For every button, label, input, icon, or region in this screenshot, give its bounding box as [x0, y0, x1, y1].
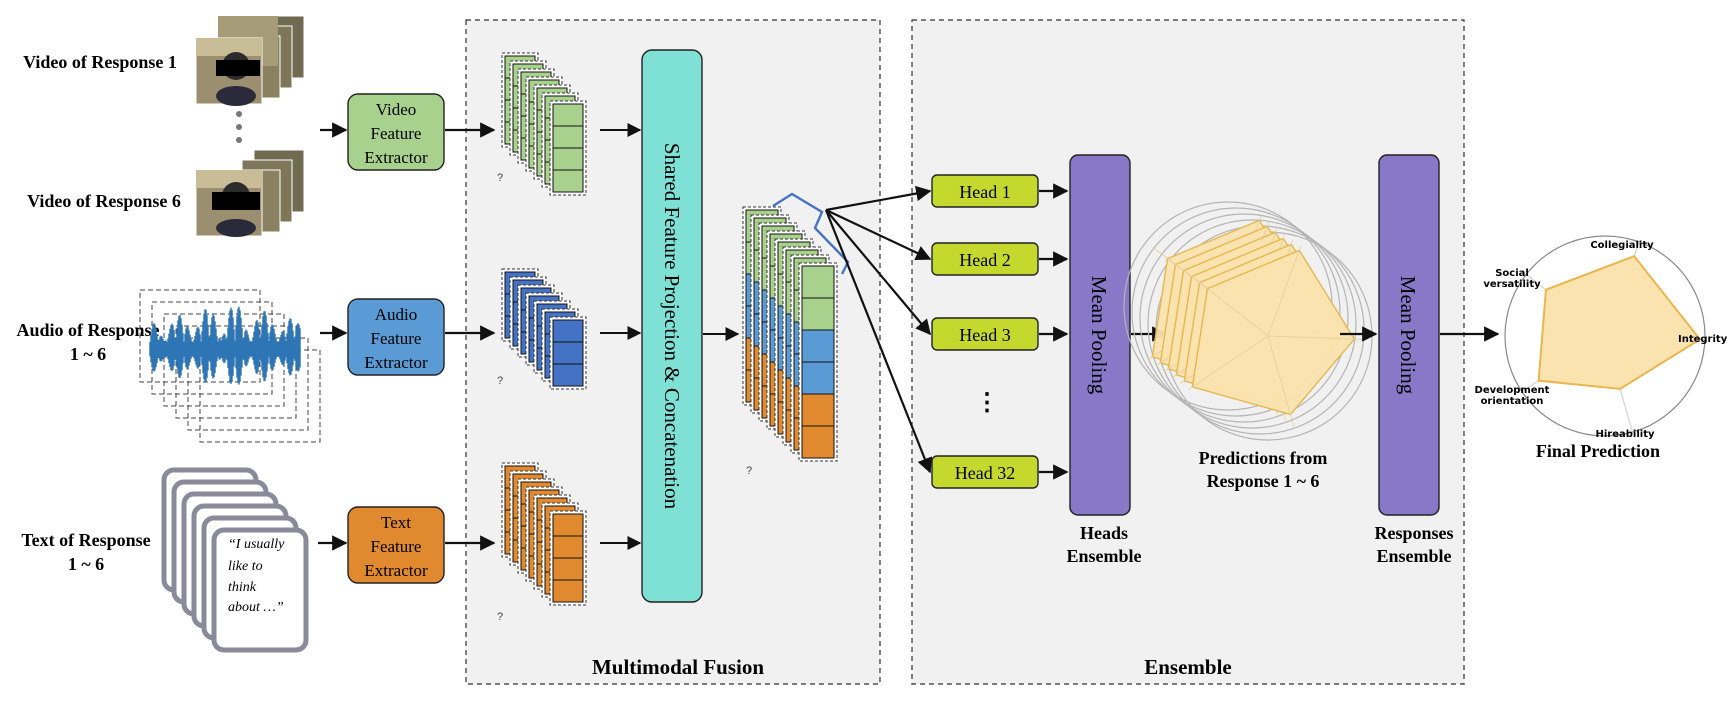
multimodal-fusion-title: Multimodal Fusion [592, 655, 764, 679]
svg-text:Feature: Feature [371, 124, 422, 143]
heads-ensemble-line1: Heads [1080, 523, 1128, 543]
text-feature-extractor: Text Feature Extractor [347, 506, 445, 584]
svg-text:Feature: Feature [371, 537, 422, 556]
video-frames-response-6 [195, 149, 305, 237]
predictions-caption-line1: Predictions from [1199, 448, 1328, 468]
svg-text:Audio: Audio [375, 305, 418, 324]
text-label-line1: Text of Response [21, 530, 150, 550]
shared-projection-block: Shared Feature Projection & Concatenatio… [641, 49, 703, 603]
head-2: Head 2 [931, 242, 1039, 276]
audio-label-line1: Audio of Response [16, 320, 159, 340]
svg-text:Video: Video [376, 100, 417, 119]
shared-projection-label: Shared Feature Projection & Concatenatio… [660, 143, 684, 510]
text-card-line-2: like to [228, 559, 263, 574]
radar-axis-label: Integrity [1678, 334, 1727, 345]
head-3: Head 3 [931, 317, 1039, 351]
heads-ensemble-line2: Ensemble [1066, 546, 1141, 566]
video-small-marker: ? [497, 172, 503, 184]
heads-pool-label: Mean Pooling [1087, 276, 1111, 395]
fused-small-marker: ? [746, 465, 752, 477]
radar-axis-label: versatility [1483, 279, 1541, 290]
radar-axis-label: Hireability [1596, 429, 1655, 440]
text-cards-stack [161, 467, 309, 653]
svg-text:Head 2: Head 2 [959, 250, 1010, 270]
svg-text:Head 3: Head 3 [959, 325, 1010, 345]
radar-axis-label: Collegiality [1590, 240, 1654, 251]
text-card-line-1: “I usually [228, 537, 285, 552]
radar-axis-label: orientation [1481, 396, 1544, 407]
svg-text:Head 32: Head 32 [955, 463, 1015, 483]
audio-small-marker: ? [497, 375, 503, 387]
responses-mean-pooling-block: Mean Pooling [1378, 154, 1440, 516]
text-small-marker: ? [497, 611, 503, 623]
svg-text:Extractor: Extractor [364, 148, 428, 167]
svg-text:Extractor: Extractor [364, 561, 428, 580]
text-card-line-4: about …” [228, 600, 284, 615]
svg-text:Head 1: Head 1 [959, 182, 1010, 202]
predictions-radar-stack [1123, 201, 1373, 441]
audio-feature-extractor: Audio Feature Extractor [347, 298, 445, 376]
fused-feature-stack [742, 206, 838, 462]
vertical-dots-icon [236, 111, 242, 143]
heads-mean-pooling-block: Mean Pooling [1069, 154, 1131, 516]
head-1: Head 1 [931, 174, 1039, 208]
responses-ensemble-line2: Ensemble [1376, 546, 1451, 566]
arrows-to-heads [824, 185, 933, 474]
predictions-caption-line2: Response 1 ~ 6 [1207, 471, 1320, 491]
heads-ellipsis: ⋮ [975, 390, 999, 416]
responses-pool-label: Mean Pooling [1396, 276, 1420, 395]
svg-text:Text: Text [381, 513, 411, 532]
arrows-heads-to-pool [1039, 183, 1069, 480]
video-feature-extractor: Video Feature Extractor [347, 93, 445, 171]
video-feature-stack [501, 52, 587, 196]
audio-label-line2: 1 ~ 6 [70, 344, 106, 364]
text-feature-stack [501, 462, 587, 606]
responses-ensemble-line1: Responses [1374, 523, 1453, 543]
audio-waveform-stack [139, 289, 321, 443]
audio-feature-stack [501, 268, 587, 390]
radar-axis-label: Social [1495, 268, 1529, 279]
video-frames-response-1 [195, 15, 305, 106]
video-response-1-label: Video of Response 1 [23, 52, 177, 72]
ensemble-title: Ensemble [1144, 655, 1232, 679]
radar-axis-label: Development [1475, 385, 1550, 396]
final-prediction-title: Final Prediction [1536, 441, 1660, 461]
video-response-6-label: Video of Response 6 [27, 191, 181, 211]
head-32: Head 32 [931, 455, 1039, 489]
text-card-line-3: think [228, 580, 257, 595]
svg-text:Feature: Feature [371, 329, 422, 348]
svg-text:Extractor: Extractor [364, 353, 428, 372]
text-label-line2: 1 ~ 6 [68, 554, 104, 574]
